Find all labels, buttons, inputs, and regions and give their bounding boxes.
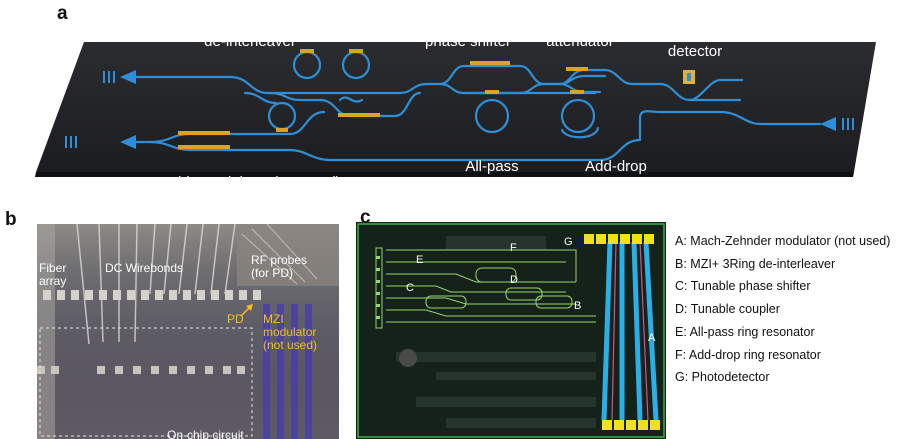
label-dc-wirebonds: DC Wirebonds [105, 261, 184, 275]
mzi-modulator-traces [601, 241, 659, 421]
photodetector-pads [584, 234, 660, 430]
circuit-label-d: D [510, 274, 518, 286]
label-tunable-phase-shifter: Tunable phase shifter [425, 16, 511, 50]
input-grating-bottom [65, 135, 136, 149]
legend-item: B: MZI+ 3Ring de-interleaver [675, 256, 836, 271]
label-all-pass-ring: All-pass ring resonator [445, 158, 539, 192]
output-grating [820, 117, 854, 131]
label-fiber-array: Fiber array [39, 261, 67, 288]
panel-b-photo: Fiber array DC Wirebonds RF probes (for … [37, 224, 339, 439]
panel-c-micrograph: A B C D E F G [356, 222, 666, 439]
circuit-label-b: B [574, 300, 582, 312]
on-chip-circuit-box [39, 327, 253, 437]
legend-item: A: Mach-Zehnder modulator (not used) [675, 234, 891, 248]
label-tunable-attenuator: Tunable attenuator [546, 16, 614, 50]
label-on-chip-circuit: On-chip circuit [167, 428, 244, 439]
panel-c-legend: A: Mach-Zehnder modulator (not used) B: … [675, 230, 890, 389]
circuit-label-e: E [416, 254, 424, 266]
circuit-label-c: C [406, 282, 414, 294]
label-on-chip-detector: On-chip detector [667, 26, 723, 60]
legend-item: G: Photodetector [675, 370, 770, 385]
label-rf-probes: RF probes (for PD) [251, 253, 308, 280]
label-add-drop-ring: Add-drop ring resonator [569, 158, 663, 192]
panel-b-letter: b [5, 209, 17, 230]
circuit-label-f: F [510, 242, 517, 254]
circuit-label-g: G [564, 236, 573, 248]
panel-c-letter: c [360, 207, 371, 228]
label-spectral-deinterleaver: Spectral de-interleaver [204, 16, 296, 50]
panel-a-chip-illustration [35, 42, 876, 177]
bond-pad-row [43, 290, 261, 300]
label-on-chip-modulator: On-chip modulator (not used) [145, 174, 341, 191]
legend-item: F: Add-drop ring resonator [675, 347, 821, 362]
label-mzi-modulator: MZI modulator (not used) [263, 312, 318, 352]
mzi-modulator-strips [263, 304, 312, 439]
legend-item: C: Tunable phase shifter [675, 279, 811, 294]
legend-item: D: Tunable coupler [675, 302, 780, 317]
chip-surface [36, 42, 876, 172]
circuit-label-a: A [648, 332, 656, 344]
input-grating-top [103, 70, 136, 84]
circuit-waveguides [375, 247, 596, 329]
label-pd: PD [227, 312, 244, 326]
legend-item: E: All-pass ring resonator [675, 324, 815, 339]
waveguide-network [126, 50, 822, 162]
chip-front-edge [35, 172, 854, 177]
panel-a-letter: a [57, 3, 68, 24]
dc-wirebonds [76, 224, 236, 345]
